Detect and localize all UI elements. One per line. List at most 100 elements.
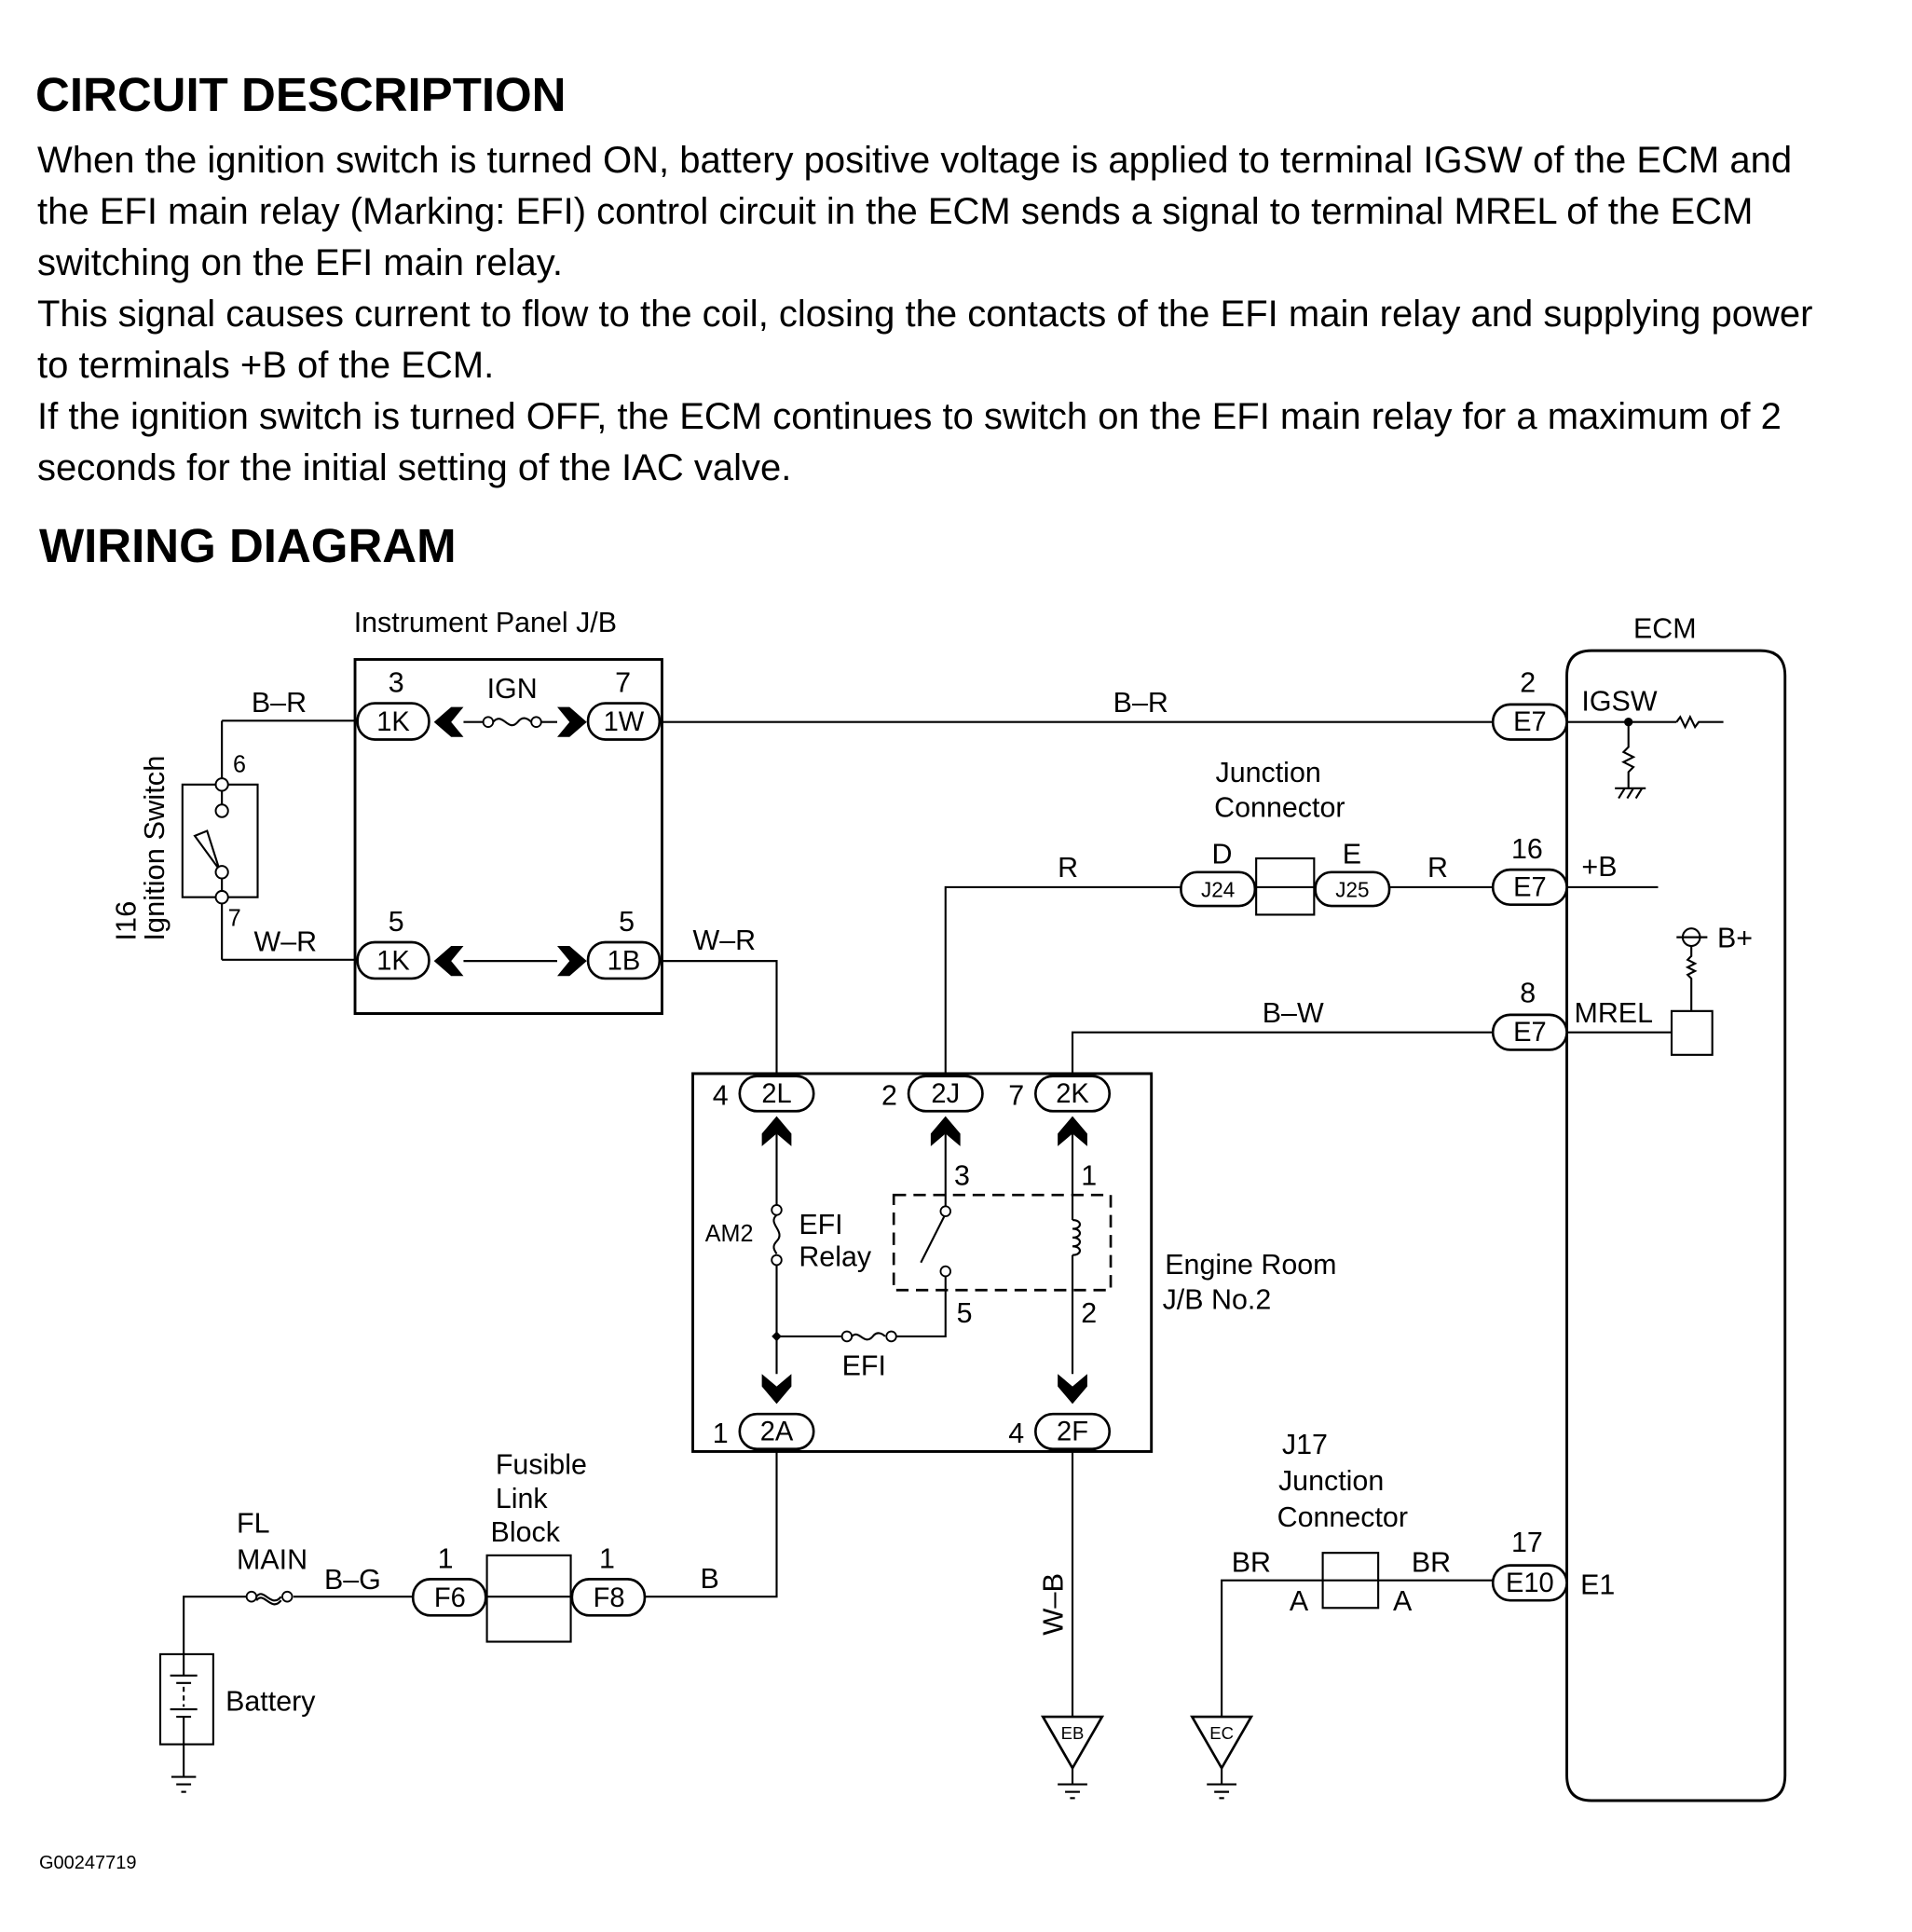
terminal-mrel: MREL <box>1574 997 1653 1029</box>
connector-1k-top: 1K <box>356 702 430 741</box>
wire-label: BR <box>1412 1546 1451 1578</box>
fuse-efi-label: EFI <box>842 1350 886 1381</box>
relay-coil-icon <box>1072 1218 1081 1256</box>
pin-label: 17 <box>1511 1527 1543 1558</box>
description-line: This signal causes current to flow to th… <box>37 294 1813 335</box>
svg-text:F8: F8 <box>594 1583 625 1613</box>
supply-b-plus: B+ <box>1717 922 1753 953</box>
terminal-plus-b: +B <box>1581 851 1617 883</box>
svg-text:1K: 1K <box>376 946 410 977</box>
fusible-link-block: Fusible Link Block F6 1 F8 1 <box>411 1448 647 1643</box>
description-line: the EFI main relay (Marking: EFI) contro… <box>37 191 1754 232</box>
fl-main-fuse <box>245 1590 294 1606</box>
svg-text:1B: 1B <box>608 946 641 977</box>
fuse-am2 <box>771 1203 783 1267</box>
j17-label-2: Junction <box>1278 1465 1384 1497</box>
svg-text:E7: E7 <box>1513 871 1547 902</box>
terminal-e1: E1 <box>1580 1569 1615 1600</box>
figure-id: G00247719 <box>39 1853 137 1873</box>
wire-b <box>643 1451 778 1598</box>
connector-e7-plus-b: E7 <box>1491 868 1568 907</box>
connector-2f: 2F <box>1034 1412 1112 1451</box>
er-jb-name-2: J/B No.2 <box>1163 1283 1272 1315</box>
fuse-am2-label: AM2 <box>705 1221 754 1247</box>
svg-text:2F: 2F <box>1057 1416 1088 1446</box>
svg-text:E10: E10 <box>1506 1568 1554 1598</box>
wire-w-r-2l <box>662 960 778 1074</box>
connector-e7-igsw: E7 <box>1491 703 1568 741</box>
engine-room-jb: Engine Room J/B No.2 2L 4 2J 2 2K 7 2A 1… <box>691 1072 1337 1453</box>
flb-name-2: Link <box>496 1483 548 1514</box>
pin-label: 4 <box>713 1079 729 1111</box>
ground-ec: EC <box>1190 1715 1254 1800</box>
svg-text:E7: E7 <box>1513 706 1547 737</box>
flb-name-1: Fusible <box>496 1448 587 1480</box>
relay-pin-5: 5 <box>957 1297 973 1329</box>
wire-br <box>1221 1579 1494 1718</box>
pin-label: D <box>1212 838 1233 870</box>
description-line: to terminals +B of the ECM. <box>37 345 495 386</box>
svg-text:F6: F6 <box>434 1583 466 1613</box>
description-line: switching on the EFI main relay. <box>37 242 563 283</box>
wire-label: B–R <box>1113 687 1168 719</box>
wire-label: B–W <box>1263 997 1324 1029</box>
wiring-diagram-heading: WIRING DIAGRAM <box>39 519 457 572</box>
battery <box>158 1652 214 1793</box>
jc-name-2: Connector <box>1214 792 1345 824</box>
ip-jb-title: Instrument Panel J/B <box>354 607 617 638</box>
fuse-ign-label: IGN <box>487 673 538 705</box>
pin-label: 2 <box>881 1079 897 1111</box>
svg-text:2K: 2K <box>1056 1078 1089 1109</box>
svg-text:2A: 2A <box>760 1416 794 1446</box>
wire-label: W–R <box>254 925 318 957</box>
svg-text:E7: E7 <box>1513 1017 1547 1048</box>
fl-main-label-1: FL <box>237 1508 270 1540</box>
ign-switch-name: Ignition Switch <box>139 756 171 941</box>
pin-label: 16 <box>1511 833 1543 865</box>
flb-name-3: Block <box>491 1516 561 1548</box>
pin-label: 5 <box>389 906 404 938</box>
pin-label: E <box>1343 838 1361 870</box>
connector-2j: 2J <box>907 1075 984 1113</box>
wire-label: R <box>1427 852 1448 884</box>
terminal-igsw: IGSW <box>1581 685 1657 717</box>
ecm-title: ECM <box>1633 613 1697 645</box>
ground-eb: EB <box>1040 1715 1105 1800</box>
relay-pin-1: 1 <box>1081 1159 1097 1191</box>
fuse-efi <box>840 1330 897 1343</box>
connector-j24: J24 <box>1180 870 1257 908</box>
j17-junction-connector: J17 Junction Connector A A <box>1277 1429 1413 1617</box>
wire-label: B–R <box>252 687 307 719</box>
wire-label: R <box>1058 852 1078 884</box>
instrument-panel-jb: Instrument Panel J/B 1K 3 IGN 1W 7 1K 5 <box>353 607 663 1015</box>
connector-f8: F8 <box>570 1578 647 1617</box>
ecm: ECM E7 2 IGSW E7 16 +B B+ E7 <box>1491 613 1787 1802</box>
ign-switch-pin-7: 7 <box>228 905 241 931</box>
fl-main-label-2: MAIN <box>237 1543 307 1575</box>
ignition-switch: 6 7 I16 Ignition Switch <box>111 720 259 960</box>
pin-label: 3 <box>389 666 404 698</box>
connector-f6: F6 <box>411 1578 487 1617</box>
svg-text:1W: 1W <box>604 706 645 737</box>
j17-pin-left: A <box>1290 1585 1309 1617</box>
pin-label: 1 <box>599 1542 615 1574</box>
pin-label: 7 <box>1008 1079 1024 1111</box>
j17-label-1: J17 <box>1282 1429 1328 1460</box>
description-line: When the ignition switch is turned ON, b… <box>37 140 1793 181</box>
pin-label: 1 <box>713 1418 729 1449</box>
wire-b-w-mrel <box>1071 1031 1494 1074</box>
connector-2l: 2L <box>738 1075 815 1113</box>
pin-label: 2 <box>1520 666 1536 698</box>
connector-j25: J25 <box>1314 870 1391 908</box>
svg-text:EB: EB <box>1061 1723 1085 1743</box>
description-line: If the ignition switch is turned OFF, th… <box>37 396 1782 437</box>
pin-label: 7 <box>615 666 631 698</box>
connector-1k-bottom: 1K <box>356 940 430 980</box>
ign-switch-pin-6: 6 <box>233 751 246 777</box>
relay-pin-3: 3 <box>954 1159 970 1191</box>
connector-2a: 2A <box>738 1412 815 1451</box>
jc-name-1: Junction <box>1215 757 1320 788</box>
relay-label-1: EFI <box>799 1209 842 1240</box>
relay-pin-2: 2 <box>1081 1297 1097 1329</box>
